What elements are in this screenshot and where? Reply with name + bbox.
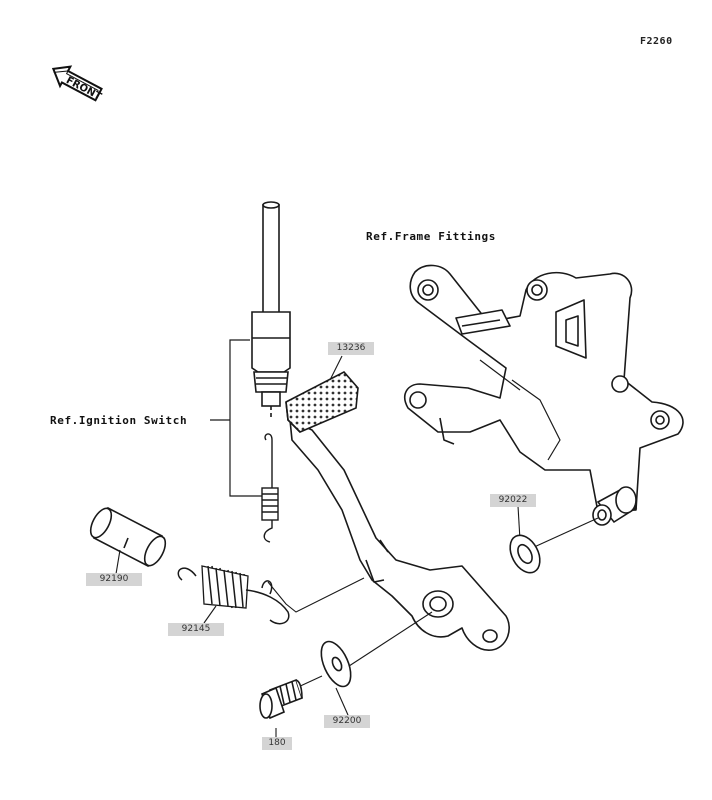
pedal-tread-pad bbox=[285, 371, 359, 433]
part-label-spring[interactable]: 92145 bbox=[168, 623, 224, 636]
collar-part bbox=[89, 506, 167, 568]
switch-spring bbox=[261, 433, 279, 543]
washer-part bbox=[509, 534, 541, 574]
ref-bracket-lines bbox=[210, 339, 262, 497]
part-label-collar[interactable]: 92190 bbox=[86, 573, 142, 586]
frame-fitting-bracket bbox=[404, 264, 684, 513]
ref-frame-fittings[interactable]: Ref.Frame Fittings bbox=[366, 230, 497, 243]
front-arrow-icon: FRONT bbox=[51, 65, 103, 103]
return-spring-part bbox=[177, 565, 290, 625]
part-label-large-washer[interactable]: 92200 bbox=[324, 715, 370, 728]
brake-light-switch bbox=[251, 201, 291, 418]
part-label-washer[interactable]: 92022 bbox=[490, 494, 536, 507]
figure-code: F2260 bbox=[640, 36, 673, 47]
ref-ignition-switch[interactable]: Ref.Ignition Switch bbox=[50, 414, 188, 427]
part-label-pedal[interactable]: 13236 bbox=[328, 342, 374, 355]
bolt-part bbox=[259, 678, 304, 720]
large-washer-part bbox=[320, 640, 352, 688]
part-label-bolt[interactable]: 180 bbox=[262, 737, 292, 750]
brake-pedal bbox=[289, 419, 510, 651]
pivot-boss bbox=[592, 486, 638, 526]
